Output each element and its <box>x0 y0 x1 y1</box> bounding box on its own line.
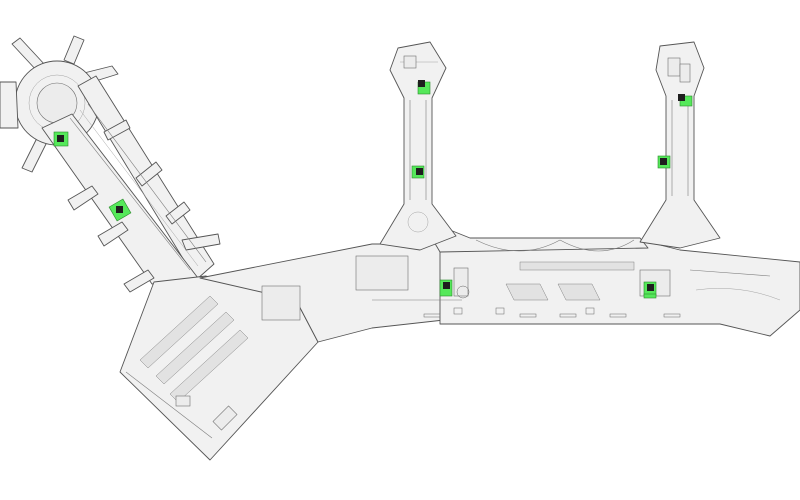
restroom-icon <box>416 168 423 175</box>
upper-pier-right <box>639 41 721 249</box>
highlight-area-6[interactable] <box>657 155 671 169</box>
highlight-area-3[interactable] <box>417 80 431 95</box>
highlight-area-9[interactable] <box>643 293 657 299</box>
restroom-icon <box>660 158 667 165</box>
highlight-area-2[interactable] <box>108 198 132 222</box>
upper-pier-center <box>379 41 457 251</box>
highlight-area-7[interactable] <box>439 279 453 297</box>
left-concourse <box>0 35 221 293</box>
highlighted-areas <box>53 80 693 299</box>
highlight-area-4[interactable] <box>411 165 425 179</box>
highlight-area-5[interactable] <box>678 94 693 107</box>
highlight-area-8[interactable] <box>643 281 657 297</box>
restroom-icon <box>116 206 123 213</box>
interior-details <box>125 239 781 439</box>
highlight-area-1[interactable] <box>53 131 69 147</box>
restroom-icon <box>418 80 425 87</box>
restroom-icon <box>647 284 654 291</box>
restroom-icon <box>57 135 64 142</box>
restroom-icon <box>443 282 450 289</box>
restroom-icon <box>678 94 685 101</box>
